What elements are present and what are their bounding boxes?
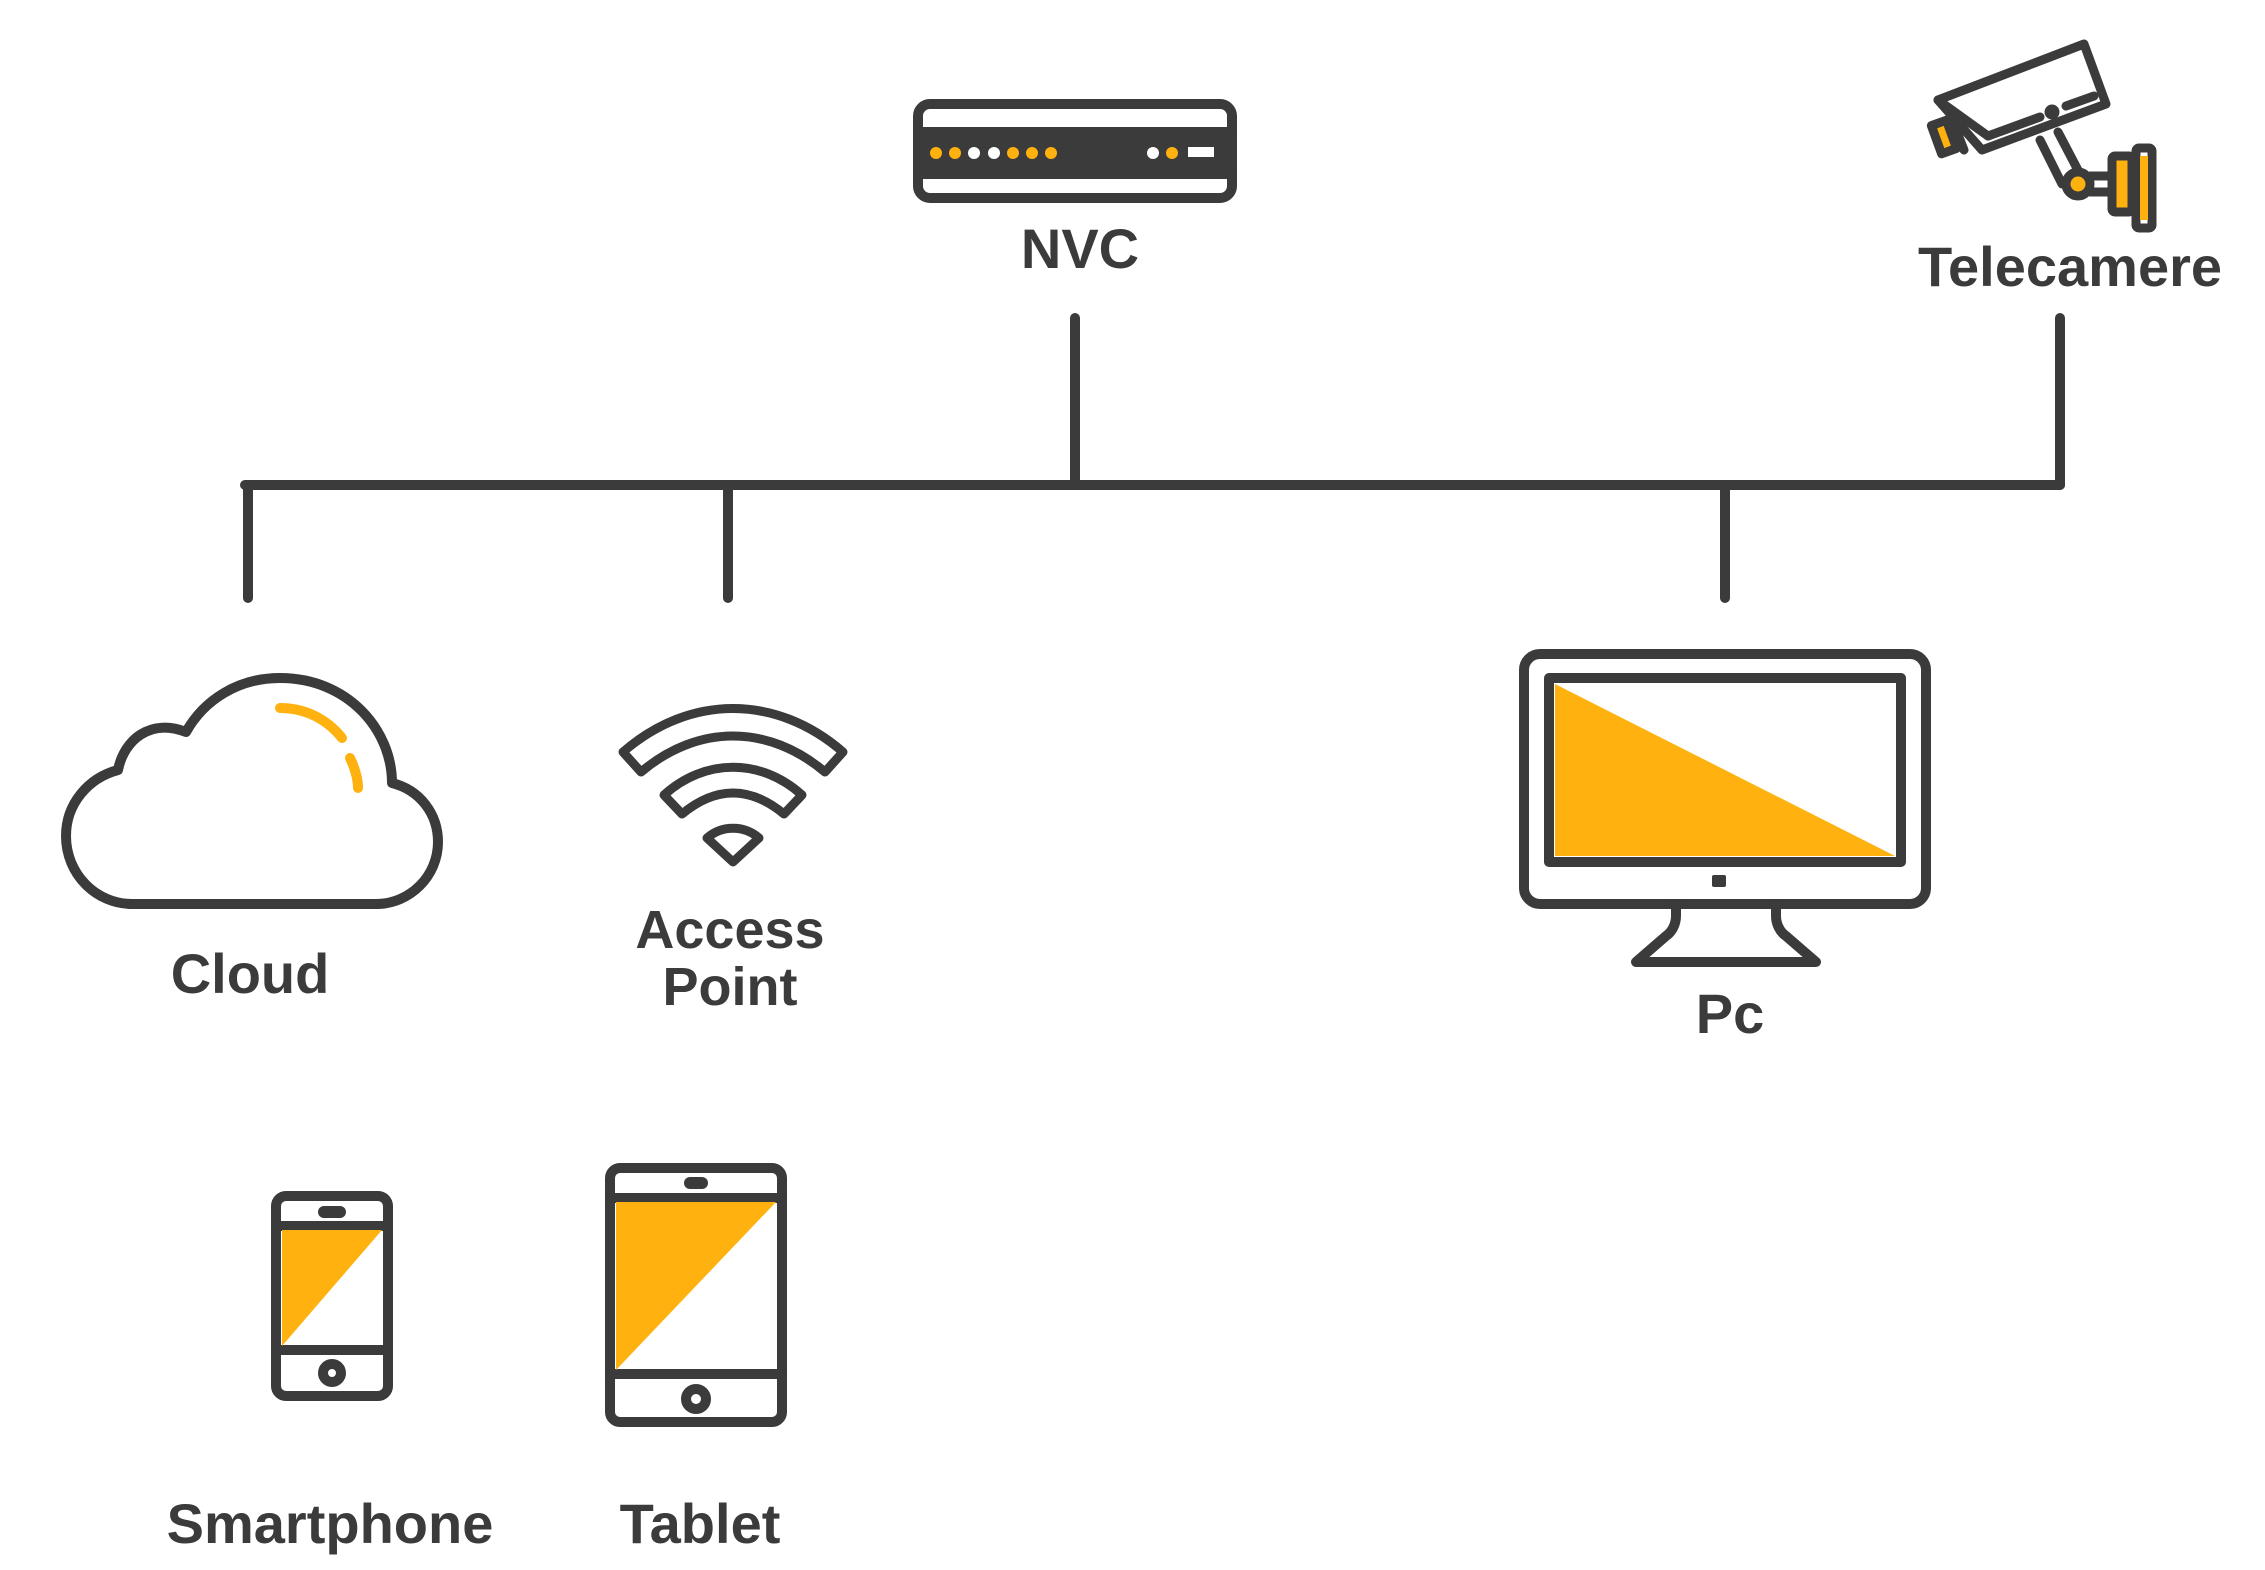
security-camera-icon — [1926, 39, 2157, 233]
access-point-label-line1: Access — [635, 900, 825, 960]
pc-label: Pc — [1695, 982, 1765, 1045]
monitor-icon — [1519, 649, 1931, 967]
network-video-recorder-icon — [913, 99, 1237, 203]
connection-lines — [240, 313, 2065, 603]
smartphone-icon — [271, 1191, 393, 1401]
tablet-label: Tablet — [619, 1492, 781, 1555]
wifi-icon — [618, 704, 848, 867]
access-point-label-line2: Point — [662, 956, 798, 1017]
cloud-label: Cloud — [170, 942, 330, 1005]
nvc-label: NVC — [1020, 217, 1140, 280]
smartphone-label: Smartphone — [166, 1492, 494, 1555]
tablet-icon — [605, 1163, 787, 1427]
telecamere-label: Telecamere — [1917, 235, 2223, 298]
cloud-icon — [61, 673, 443, 909]
access-point-label: Access Point — [590, 902, 870, 1015]
